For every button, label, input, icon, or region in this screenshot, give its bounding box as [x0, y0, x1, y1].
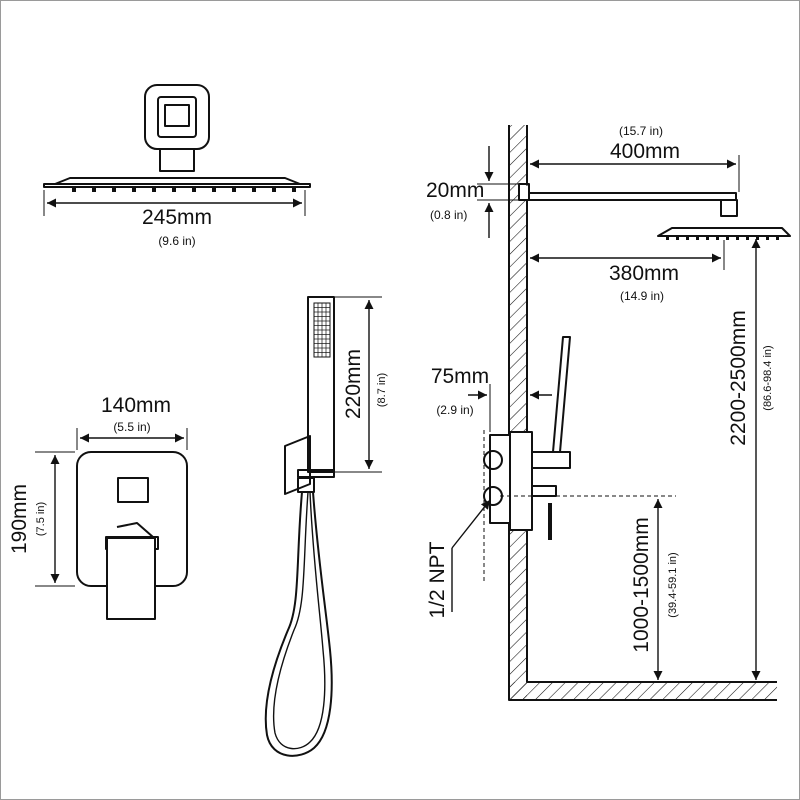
dim-arm-reach: 400mm (15.7 in) [526, 124, 740, 192]
head-nozzle-row [666, 236, 779, 240]
outlet-elbow [297, 469, 335, 478]
handle-lever-raised [552, 336, 571, 453]
flange-opening [157, 96, 197, 138]
dim-flange-thickness: 20mm (0.8 in) [426, 146, 519, 238]
nozzle [292, 187, 296, 192]
spray-face-grid [314, 303, 330, 358]
head-offset-label: 380mm [609, 262, 679, 285]
nozzle [232, 187, 236, 192]
lever-hub [116, 522, 154, 538]
head-height-label: 2200-2500mm [727, 310, 750, 445]
head-side [657, 227, 791, 237]
valve-cover [509, 431, 533, 531]
valve-plate-width-label: 140mm [101, 394, 171, 417]
nozzle [252, 187, 256, 192]
nozzle [766, 236, 769, 240]
valve-plate-height-label: 190mm [8, 484, 31, 554]
shower-head-width-inches: (9.6 in) [158, 234, 195, 248]
hand-shower-length-inches: (8.7 in) [376, 373, 388, 407]
nozzle [92, 187, 96, 192]
arm-flange [518, 183, 530, 201]
nozzle [716, 236, 719, 240]
valve-height-label: 1000-1500mm [630, 517, 653, 652]
shower-head-width-label: 245mm [142, 206, 212, 229]
nozzle [776, 236, 779, 240]
dim-valve-height: 1000-1500mm (39.4-59.1 in) [500, 495, 679, 680]
nozzle [756, 236, 759, 240]
hand-shower-length-label: 220mm [342, 349, 365, 419]
dim-shower-head-width: 245mm (9.6 in) [43, 190, 306, 248]
valve-plate-width-inches: (5.5 in) [113, 420, 150, 434]
dim-valve-plate-width: 140mm (5.5 in) [76, 394, 188, 450]
inlet-callout: 1/2 NPT [426, 499, 491, 619]
nozzle [696, 236, 699, 240]
diverter-button [117, 477, 149, 503]
nozzle [72, 187, 76, 192]
nozzle [192, 187, 196, 192]
hose-inner [272, 491, 326, 750]
head-plate [43, 183, 311, 188]
valve-depth-inches: (2.9 in) [436, 403, 473, 417]
wall-floor-outline [508, 125, 777, 701]
nozzle [726, 236, 729, 240]
dim-hand-shower-length: 220mm (8.7 in) [335, 296, 388, 473]
dim-valve-plate-height: 190mm (7.5 in) [8, 451, 75, 587]
arm-stub [164, 104, 190, 127]
wall-hatch [509, 125, 527, 700]
valve-plate-drawing [76, 451, 188, 620]
valve-plate-height-inches: (7.5 in) [35, 502, 47, 536]
arm-reach-inches: (15.7 in) [619, 124, 663, 138]
handle-hub [531, 485, 557, 497]
nozzle [112, 187, 116, 192]
nozzle [676, 236, 679, 240]
flange-thickness-inches: (0.8 in) [430, 208, 467, 222]
flange-thickness-label: 20mm [426, 179, 484, 202]
lever-handle [106, 537, 156, 620]
floor-hatch [509, 682, 777, 700]
dim-head-offset: 380mm (14.9 in) [530, 240, 725, 303]
nozzle [272, 187, 276, 192]
hand-shower-drawing [264, 296, 335, 757]
nozzle [152, 187, 156, 192]
wall-flange [144, 84, 210, 150]
nozzle-row [72, 187, 296, 192]
wall-face [526, 125, 777, 683]
head-offset-inches: (14.9 in) [620, 289, 664, 303]
dim-valve-depth: 75mm (2.9 in) [431, 365, 552, 432]
dim-head-height: 2200-2500mm (86.6-98.4 in) [727, 235, 775, 680]
shower-arm [528, 192, 737, 201]
inlet-size-label: 1/2 NPT [426, 541, 449, 618]
nozzle [736, 236, 739, 240]
head-connector [159, 148, 195, 172]
arm-drop [720, 199, 738, 217]
nozzle [706, 236, 709, 240]
nozzle [746, 236, 749, 240]
nozzle [666, 236, 669, 240]
hose-outer [264, 491, 333, 757]
nozzle [212, 187, 216, 192]
nozzle [686, 236, 689, 240]
valve-height-inches: (39.4-59.1 in) [667, 552, 679, 617]
arm-reach-label: 400mm [610, 140, 680, 163]
wall-outlet-holder [284, 435, 311, 495]
valve-depth-label: 75mm [431, 365, 489, 388]
nozzle [132, 187, 136, 192]
nozzle [172, 187, 176, 192]
shower-head-drawing [43, 84, 311, 192]
installation-side-view [483, 125, 791, 701]
head-height-inches: (86.6-98.4 in) [762, 345, 774, 410]
diverter-knob [531, 451, 571, 469]
